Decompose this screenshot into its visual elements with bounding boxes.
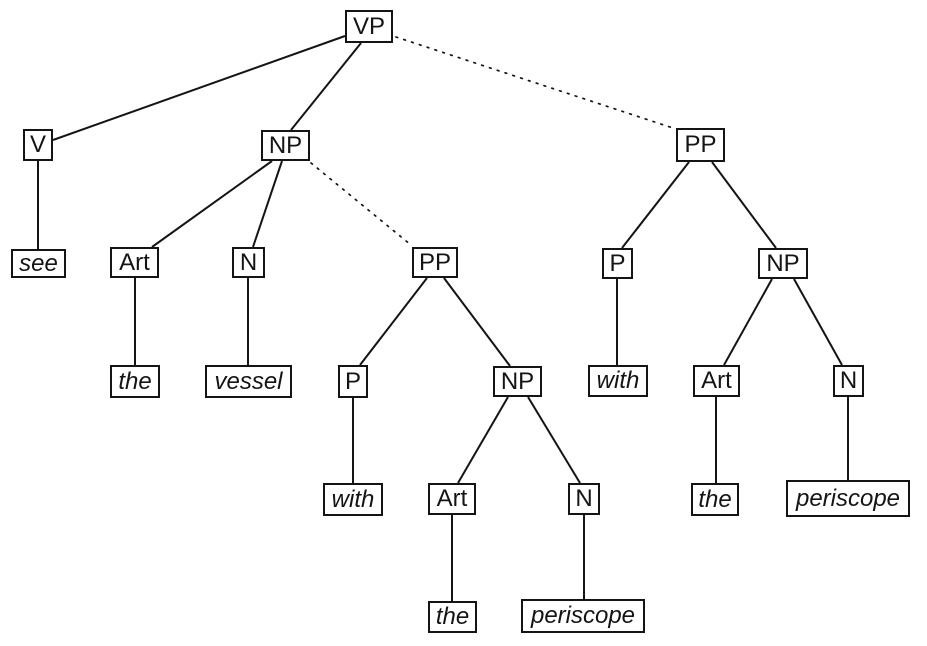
node-np-object: NP — [261, 130, 310, 161]
edge-vp-pp-high-dotted — [395, 36, 677, 130]
node-word-the-high: the — [691, 483, 739, 516]
edge-np-high-n — [793, 278, 843, 366]
edge-pp-low-p — [359, 277, 428, 366]
node-pp-low: PP — [412, 247, 458, 278]
node-n-low: N — [568, 483, 600, 515]
node-word-vessel: vessel — [205, 365, 292, 398]
node-word-periscope-low: periscope — [521, 599, 645, 633]
node-v: V — [23, 129, 53, 161]
node-pp-high: PP — [676, 128, 725, 162]
edge-np-high-art — [723, 278, 773, 366]
edge-pp-high-p — [621, 161, 690, 249]
node-n-object: N — [232, 247, 265, 278]
node-n-high: N — [833, 365, 864, 397]
edge-vp-v — [52, 35, 346, 141]
edge-np-obj-art — [151, 160, 273, 248]
node-vp: VP — [345, 10, 393, 43]
node-word-with-high: with — [588, 365, 648, 397]
edge-np-low-n — [527, 396, 581, 484]
node-p-low: P — [338, 365, 368, 398]
node-art-object: Art — [110, 247, 159, 278]
node-word-with-low: with — [323, 483, 383, 516]
edge-np-obj-n — [252, 160, 283, 248]
edge-np-low-art — [457, 396, 509, 484]
node-word-periscope-high: periscope — [786, 480, 910, 517]
node-word-the-object: the — [110, 365, 160, 398]
edge-pp-low-np — [443, 277, 511, 367]
node-p-high: P — [602, 248, 633, 279]
edge-np-obj-pp-low-dotted — [310, 162, 412, 246]
edge-vp-np-obj — [290, 42, 362, 131]
node-art-low: Art — [428, 483, 476, 515]
node-art-high: Art — [693, 365, 740, 397]
node-word-see: see — [11, 249, 66, 278]
node-np-low: NP — [493, 366, 542, 397]
edge-pp-high-np — [711, 161, 777, 249]
node-np-high: NP — [758, 248, 808, 279]
node-word-the-low: the — [428, 601, 477, 633]
